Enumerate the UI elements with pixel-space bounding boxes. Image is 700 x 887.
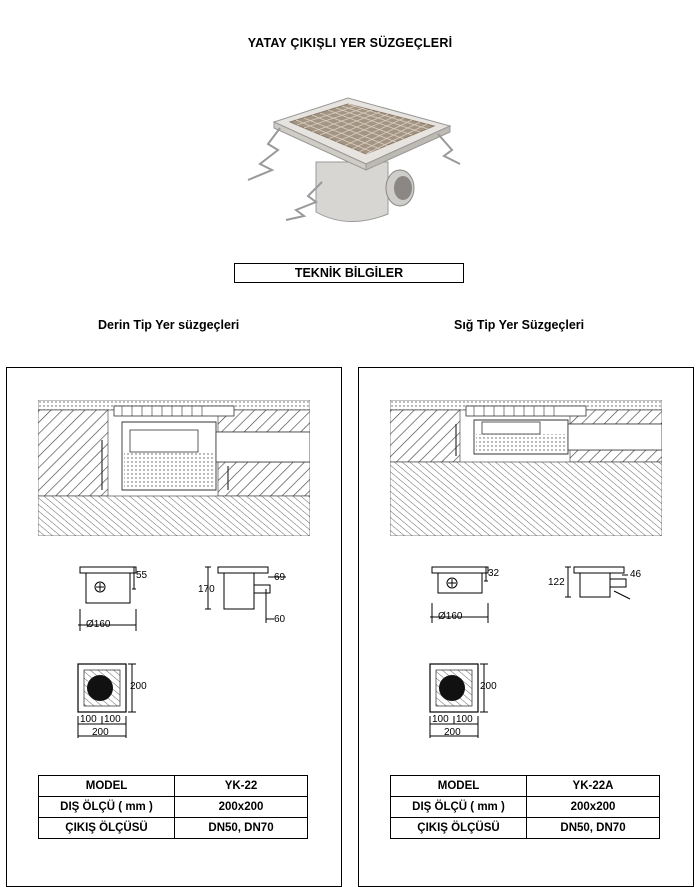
dim-plan-half-a: 100: [80, 714, 97, 725]
left-heading: Derin Tip Yer süzgeçleri: [98, 318, 240, 332]
left-section-drawing: [38, 400, 310, 536]
dim-top-height: 32: [488, 568, 500, 579]
right-front-view: [430, 566, 489, 623]
dim-plan-size: 200: [130, 681, 147, 692]
right-plan-view: [429, 663, 488, 738]
right-section-drawing: [390, 400, 662, 536]
table-row: DIŞ ÖLÇÜ ( mm )200x200: [390, 796, 660, 818]
dim-plan-width: 200: [92, 727, 109, 738]
dim-plan-half-b: 100: [456, 714, 473, 725]
left-plan-view: [77, 663, 136, 738]
dim-plan-half-a: 100: [432, 714, 449, 725]
dim-side-height: 122: [548, 577, 565, 588]
dim-side-outlet: 60: [274, 614, 286, 625]
right-heading: Sığ Tip Yer Süzgeçleri: [454, 318, 585, 332]
left-side-view: [205, 566, 286, 623]
dim-top-height: 55: [136, 570, 148, 581]
product-photo: [247, 97, 461, 223]
left-front-view: [78, 566, 137, 631]
dim-side-top: 46: [630, 569, 642, 580]
technical-info-heading: TEKNİK BİLGİLER: [234, 263, 464, 283]
dim-diameter: Ø160: [86, 619, 111, 630]
dim-plan-half-b: 100: [104, 714, 121, 725]
page-title: YATAY ÇIKIŞLI YER SÜZGEÇLERİ: [247, 36, 453, 50]
dim-diameter: Ø160: [438, 611, 463, 622]
dim-side-top: 69: [274, 572, 286, 583]
dim-side-height: 170: [198, 584, 215, 595]
dim-plan-size: 200: [480, 681, 497, 692]
right-side-view: [565, 566, 631, 600]
table-row: DIŞ ÖLÇÜ ( mm )200x200: [38, 796, 308, 818]
dim-plan-width: 200: [444, 727, 461, 738]
